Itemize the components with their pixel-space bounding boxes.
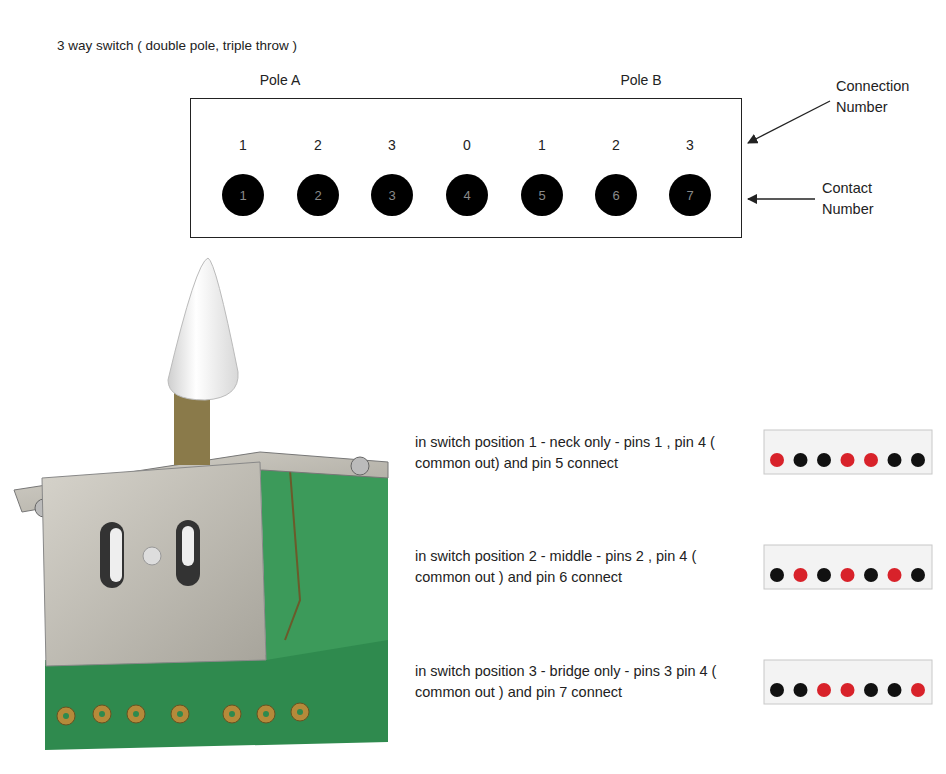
mini-contact-dot	[841, 683, 855, 697]
mini-contact-dot	[911, 683, 925, 697]
mini-contact-dot	[911, 453, 925, 467]
mini-switch-box	[764, 660, 932, 704]
contact-number: 3	[388, 188, 395, 203]
mini-contact-dot	[864, 568, 878, 582]
mini-contact-dot	[911, 568, 925, 582]
position-note: in switch position 3 - bridge only - pin…	[415, 661, 745, 703]
contact-circle: 5	[521, 174, 563, 216]
mini-contact-dot	[794, 568, 808, 582]
mini-contact-dot	[817, 568, 831, 582]
contact-circle: 2	[297, 174, 339, 216]
mini-contact-dot	[864, 453, 878, 467]
contact-circle: 4	[446, 174, 488, 216]
contact-number: 6	[612, 188, 619, 203]
position-note: in switch position 1 - neck only - pins …	[415, 432, 745, 474]
mini-contact-dot	[794, 453, 808, 467]
connection-number: 2	[314, 135, 322, 155]
connection-number: 1	[538, 135, 546, 155]
connection-number: 2	[612, 135, 620, 155]
mini-contact-dot	[888, 453, 902, 467]
mini-contact-dot	[770, 683, 784, 697]
position-note: in switch position 2 - middle - pins 2 ,…	[415, 546, 745, 588]
contact-number: 7	[686, 188, 693, 203]
contact-number: 1	[239, 188, 246, 203]
contact-circle: 3	[371, 174, 413, 216]
contact-circle: 1	[222, 174, 264, 216]
contact-number: 5	[538, 188, 545, 203]
pole-label: Pole A	[260, 70, 300, 90]
callout-label: Contact Number	[822, 178, 902, 220]
connection-number: 1	[239, 135, 247, 155]
switch-illustration	[14, 258, 388, 750]
mini-contact-dot	[770, 453, 784, 467]
connection-number: 3	[686, 135, 694, 155]
leader-arrow	[748, 101, 830, 143]
contact-number: 2	[314, 188, 321, 203]
mini-contact-dot	[817, 683, 831, 697]
connection-number: 0	[463, 135, 471, 155]
mini-contact-dot	[888, 568, 902, 582]
position-mini-diagrams	[764, 430, 932, 704]
mini-switch-box	[764, 430, 932, 474]
connection-number: 3	[388, 135, 396, 155]
pole-label: Pole B	[620, 70, 661, 90]
mini-contact-dot	[817, 453, 831, 467]
callout-label: Connection Number	[836, 76, 926, 118]
mini-contact-dot	[841, 568, 855, 582]
mini-contact-dot	[864, 683, 878, 697]
mini-contact-dot	[794, 683, 808, 697]
mini-contact-dot	[841, 453, 855, 467]
contact-circle: 6	[595, 174, 637, 216]
contact-circle: 7	[669, 174, 711, 216]
title: 3 way switch ( double pole, triple throw…	[57, 36, 297, 56]
switch-contact-box: 1 2 3 0 1 2 3 1 2 3 4 5 6 7	[190, 98, 742, 238]
mini-switch-box	[764, 545, 932, 589]
mini-contact-dot	[770, 568, 784, 582]
leader-arrow	[748, 198, 815, 199]
mini-contact-dot	[888, 683, 902, 697]
contact-number: 4	[463, 188, 470, 203]
